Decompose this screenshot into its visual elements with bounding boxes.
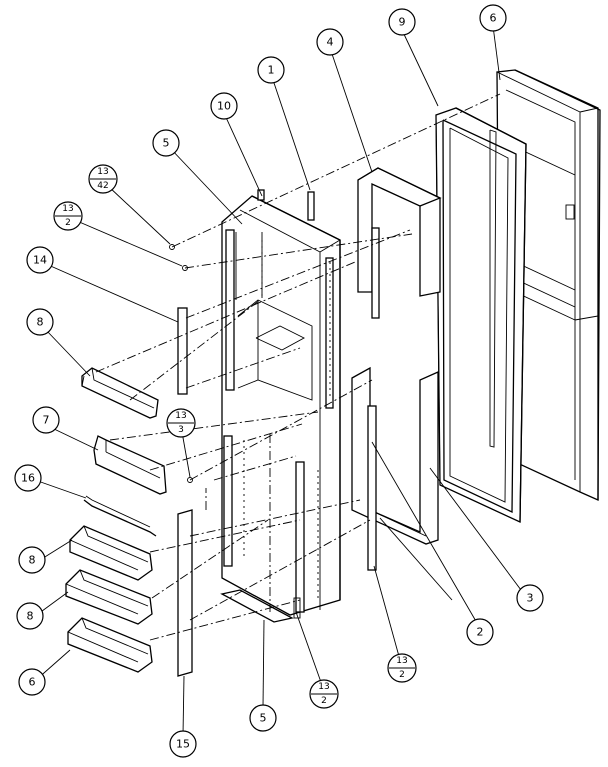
door-bin-mid2 [65, 569, 153, 625]
callout-8-top: 8 [26, 308, 54, 336]
callout-6-bottom: 6 [18, 668, 46, 696]
callout-label: 6 [490, 12, 497, 25]
callout-13-2-bottom-left: 13 2 [309, 679, 339, 709]
callout-label: 3 [527, 592, 534, 605]
wire-bar-16 [83, 495, 157, 537]
callout-7: 7 [32, 406, 60, 434]
callout-label: 9 [399, 16, 406, 29]
screw [187, 477, 193, 483]
callout-13-3: 13 3 [166, 408, 196, 438]
callout-5-top: 5 [152, 129, 180, 157]
screw [169, 244, 175, 250]
door-bin-top [81, 367, 159, 419]
callout-label: 2 [477, 626, 484, 639]
trim-strip-15 [177, 509, 193, 677]
lower-liner-frame [351, 366, 439, 571]
callout-16: 16 [14, 464, 42, 492]
callout-9: 9 [388, 8, 416, 36]
callout-label: 8 [29, 554, 36, 567]
callout-14: 14 [26, 246, 54, 274]
callout-13-2-top: 13 2 [53, 201, 83, 231]
callout-numerator: 13 [175, 411, 186, 421]
assembly-lines [95, 93, 501, 641]
callout-label: 4 [327, 36, 334, 49]
callout-4: 4 [316, 28, 344, 56]
callout-8-mid1: 8 [18, 546, 46, 574]
callout-label: 8 [27, 610, 34, 623]
callout-2: 2 [466, 618, 494, 646]
callout-label: 5 [163, 137, 170, 150]
callout-5-bottom: 5 [249, 704, 277, 732]
callout-6-top: 6 [479, 4, 507, 32]
callout-label: 15 [176, 738, 190, 751]
callout-label: 14 [33, 254, 47, 267]
callout-label: 8 [37, 316, 44, 329]
dispenser-bin [93, 435, 167, 495]
trim-strip-14 [177, 307, 188, 395]
callout-denominator: 3 [178, 425, 184, 435]
callout-1: 1 [257, 56, 285, 84]
callout-10: 10 [210, 92, 238, 120]
callout-13-42: 13 42 [88, 164, 118, 194]
inner-door-liner [220, 189, 341, 623]
callout-numerator: 13 [318, 682, 329, 692]
callout-label: 16 [21, 472, 35, 485]
callout-label: 5 [260, 712, 267, 725]
leader-lines [34, 25, 522, 736]
callout-3: 3 [516, 584, 544, 612]
callout-label: 7 [43, 414, 50, 427]
upper-liner-frame [357, 167, 442, 319]
callout-denominator: 2 [65, 218, 71, 228]
callout-denominator: 2 [321, 696, 327, 706]
door-gasket [435, 107, 527, 524]
callout-denominator: 2 [399, 670, 405, 680]
callout-numerator: 13 [396, 656, 407, 666]
callout-numerator: 13 [97, 167, 108, 177]
callout-15: 15 [169, 730, 197, 758]
callout-label: 1 [268, 64, 275, 77]
callout-numerator: 13 [62, 204, 73, 214]
door-bin-mid1 [69, 525, 153, 581]
door-bin-bottom [67, 617, 153, 673]
callout-label: 10 [217, 100, 231, 113]
callout-denominator: 42 [97, 181, 108, 191]
callout-8-mid2: 8 [16, 602, 44, 630]
callout-13-2-bottom-right: 13 2 [387, 653, 417, 683]
callout-label: 6 [29, 676, 36, 689]
